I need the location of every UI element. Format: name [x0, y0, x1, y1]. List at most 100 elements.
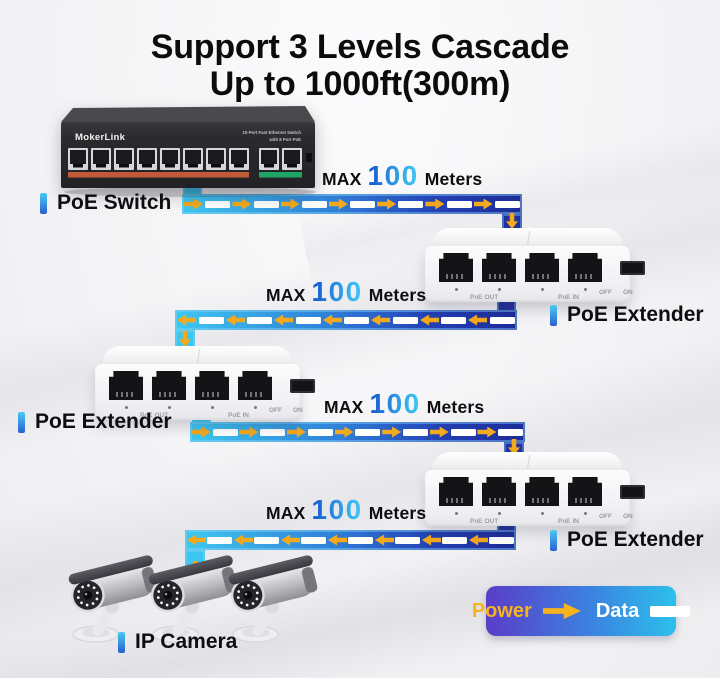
poe-extender-2-label: PoE Extender — [18, 410, 172, 434]
power-arrow-icon — [323, 315, 342, 326]
power-arrow-icon — [420, 315, 439, 326]
data-dash-icon — [489, 316, 515, 324]
data-dash-icon — [301, 536, 327, 544]
power-arrow-icon — [468, 315, 487, 326]
label-accent-bar-icon — [550, 529, 557, 551]
data-dash-icon — [212, 428, 238, 436]
led-dot-icon — [541, 512, 544, 515]
data-dash-icon — [402, 428, 428, 436]
power-arrow-icon — [377, 198, 397, 210]
cable-run-2 — [175, 310, 517, 330]
page-title: Support 3 Levels Cascade Up to 1000ft(30… — [0, 28, 720, 103]
power-arrow-icon — [274, 315, 293, 326]
data-dash-icon — [355, 428, 381, 436]
poe-port-strip — [68, 172, 249, 178]
switch-toggle — [306, 153, 312, 162]
led-dot-icon — [498, 512, 501, 515]
rj45-port-icon — [109, 371, 143, 400]
rj45-port-icon — [568, 253, 602, 282]
data-dash-icon — [442, 536, 468, 544]
dip-switch-icon — [620, 260, 645, 275]
power-arrow-icon — [382, 426, 402, 438]
title-line2: Up to 1000ft(300m) — [209, 64, 511, 103]
power-arrow-icon — [184, 198, 204, 210]
poe-extender-1: PoE OUT PoE IN OFF ON — [425, 228, 645, 304]
rj45-port-icon — [439, 477, 473, 506]
rj45-port-icon — [525, 253, 559, 282]
extender-front-panel: PoE OUT PoE IN OFF ON — [425, 470, 645, 526]
led-dot-icon — [125, 406, 128, 409]
led-dot-icon — [455, 512, 458, 515]
power-arrow-icon — [542, 603, 581, 619]
uplink-port-strip — [259, 172, 302, 178]
extender-ports — [439, 253, 645, 282]
led-dot-icon — [211, 406, 214, 409]
power-arrow-icon — [232, 198, 252, 210]
power-arrow-icon — [187, 535, 206, 546]
extender-ports — [109, 371, 315, 400]
data-dash-icon — [350, 200, 375, 208]
power-arrow-icon — [234, 535, 253, 546]
dip-switch-icon — [620, 484, 645, 499]
rj45-port-icon — [238, 371, 272, 400]
legend-data-label: Data — [595, 599, 640, 622]
power-arrow-icon — [334, 426, 354, 438]
data-dash-icon — [450, 428, 476, 436]
data-dash-icon — [253, 200, 279, 208]
data-dash-icon — [392, 316, 418, 324]
poe-switch-label: PoE Switch — [40, 191, 171, 215]
rj45-port-icon — [482, 477, 516, 506]
power-arrow-down-icon — [179, 331, 191, 347]
data-dash-icon — [395, 536, 421, 544]
power-arrow-icon — [239, 426, 259, 438]
poe-extender-3: PoE OUT PoE IN OFF ON — [425, 452, 645, 528]
poe-extender-3-label: PoE Extender — [550, 528, 704, 552]
data-dash-icon — [344, 316, 370, 324]
power-arrow-icon — [280, 198, 300, 210]
power-arrow-icon — [473, 198, 493, 210]
switch-brand: MokerLink — [75, 132, 126, 143]
power-arrow-icon — [422, 535, 441, 546]
power-arrow-icon — [429, 426, 449, 438]
ip-camera-3 — [222, 548, 340, 646]
led-dot-icon — [168, 406, 171, 409]
power-arrow-icon — [469, 535, 488, 546]
power-arrow-icon — [286, 426, 306, 438]
data-dash-icon — [498, 428, 524, 436]
power-arrow-icon — [425, 198, 445, 210]
power-arrow-icon — [375, 535, 394, 546]
power-arrow-icon — [477, 426, 497, 438]
extender-ports — [439, 477, 645, 506]
switch-desc-line1: 10-Port Fast Ethernet Switch — [243, 130, 302, 135]
led-dot-icon — [584, 288, 587, 291]
extender-front-panel: PoE OUT PoE IN OFF ON — [425, 246, 645, 302]
label-accent-bar-icon — [118, 631, 125, 653]
dip-switch-icon — [290, 378, 315, 393]
cable-run-3 — [190, 422, 525, 442]
poe-switch-device: MokerLink 10-Port Fast Ethernet Switch w… — [61, 106, 316, 197]
poe-extender-1-label: PoE Extender — [550, 303, 704, 327]
distance-label-3: MAX 100 Meters — [324, 388, 485, 419]
led-dot-icon — [498, 288, 501, 291]
data-dash-icon — [260, 428, 286, 436]
data-dash-icon — [207, 536, 233, 544]
power-arrow-icon — [328, 198, 348, 210]
power-arrow-icon — [328, 535, 347, 546]
data-dash-icon — [301, 200, 327, 208]
label-accent-bar-icon — [18, 411, 25, 433]
extender-port-labels: PoE OUT PoE IN OFF ON — [439, 512, 633, 525]
rj45-port-icon — [568, 477, 602, 506]
label-accent-bar-icon — [550, 304, 557, 326]
power-arrow-icon — [177, 315, 196, 326]
switch-desc-line2: with 8 Port PoE — [268, 137, 301, 142]
legend-power-label: Power — [471, 599, 532, 622]
data-dash-icon — [198, 316, 224, 324]
data-dash-icon — [205, 200, 231, 208]
data-dash-icon — [650, 605, 691, 617]
data-dash-icon — [494, 200, 520, 208]
power-arrow-icon — [226, 315, 245, 326]
label-accent-bar-icon — [40, 192, 47, 214]
power-arrow-down-icon — [506, 213, 518, 229]
power-arrow-icon — [281, 535, 300, 546]
